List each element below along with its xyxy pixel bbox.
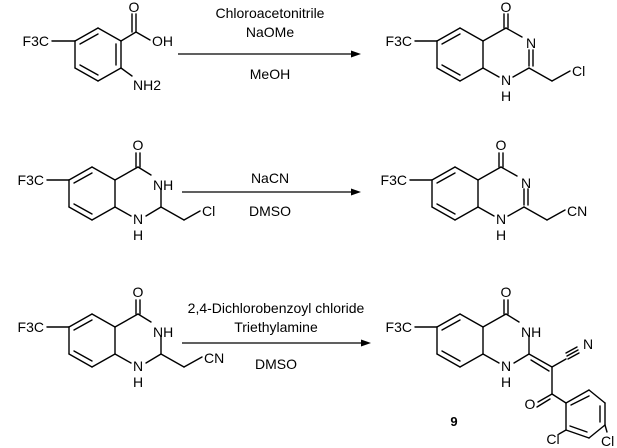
reaction-3-reagent-2: Triethylamine xyxy=(234,319,318,335)
ring-nh-h-label: H xyxy=(501,88,511,104)
carbonyl-oxygen-label: O xyxy=(501,0,512,15)
reaction-1-arrow xyxy=(178,50,361,58)
reaction-3-arrow xyxy=(182,339,371,347)
ring-nh-h-label: H xyxy=(133,227,143,243)
ring-nh-label: NH xyxy=(153,177,173,193)
amine-label: NH2 xyxy=(133,77,161,93)
ring-nh-h-label: H xyxy=(133,374,143,390)
carbonyl-oxygen-label: O xyxy=(129,0,140,15)
nitrile-label: CN xyxy=(567,203,587,219)
chlorine-ortho-label: Cl xyxy=(546,431,559,447)
chlorine-label: Cl xyxy=(572,63,585,79)
cf3-label: F3C xyxy=(18,319,44,335)
reaction-2-reagent-1: NaCN xyxy=(251,170,289,186)
reaction-2-solvent: DMSO xyxy=(249,203,291,219)
chlorine-para-label: Cl xyxy=(601,433,614,448)
ring-nh-label: NH xyxy=(521,324,541,340)
reaction-1-solvent: MeOH xyxy=(250,66,290,82)
carbonyl-oxygen-label: O xyxy=(501,284,512,300)
cf3-label: F3C xyxy=(23,33,49,49)
hydroxyl-label: OH xyxy=(152,33,173,49)
carbonyl-oxygen-label: O xyxy=(133,284,144,300)
molecule-compound-9 xyxy=(414,299,608,439)
molecule-aminobenzoic-acid xyxy=(51,13,151,82)
reaction-3-reagent-1: 2,4-Dichlorobenzoyl chloride xyxy=(188,300,365,316)
ring-nh-n-label: N xyxy=(501,358,511,374)
cf3-label: F3C xyxy=(386,33,412,49)
molecule-chloromethyl-quinazolinone xyxy=(414,13,571,82)
ring-nitrogen-label: N xyxy=(521,175,531,191)
reaction-1-reagent-1: Chloroacetonitrile xyxy=(216,5,325,21)
ring-nitrogen-label: N xyxy=(526,35,536,51)
ring-nh-n-label: N xyxy=(501,72,511,88)
ring-nh-n-label: N xyxy=(133,358,143,374)
cf3-label: F3C xyxy=(18,172,44,188)
molecule-dihydro-cyanomethyl xyxy=(46,299,203,368)
nitrile-label: CN xyxy=(204,350,224,366)
molecule-dihydro-chloromethyl xyxy=(46,152,201,221)
carbonyl-oxygen-label: O xyxy=(133,137,144,153)
carbonyl-oxygen-label: O xyxy=(496,137,507,153)
ring-nh-h-label: H xyxy=(501,374,511,390)
ring-nh-h-label: H xyxy=(496,227,506,243)
reaction-2-arrow xyxy=(182,188,361,196)
ketone-oxygen-label: O xyxy=(525,396,536,412)
compound-label: 9 xyxy=(450,414,457,429)
ring-nh-n-label: N xyxy=(496,211,506,227)
cf3-label: F3C xyxy=(381,172,407,188)
cf3-label: F3C xyxy=(386,319,412,335)
reaction-1-reagent-2: NaOMe xyxy=(246,24,294,40)
nitrile-nitrogen-label: N xyxy=(583,336,593,352)
ring-nh-n-label: N xyxy=(133,211,143,227)
reaction-3-solvent: DMSO xyxy=(255,356,297,372)
ring-nh-label: NH xyxy=(153,324,173,340)
chlorine-label: Cl xyxy=(202,203,215,219)
molecule-cyanomethyl-quinazolinone xyxy=(409,152,566,221)
